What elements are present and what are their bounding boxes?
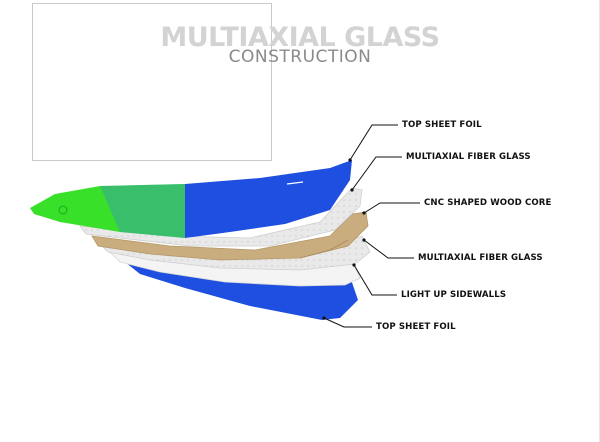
- layer-fiber-glass-upper: [79, 187, 363, 247]
- label-fiber-glass-upper: MULTIAXIAL FIBER GLASS: [406, 152, 531, 162]
- leader-dots: [322, 158, 366, 320]
- label-bottom-sheet-foil: TOP SHEET FOIL: [376, 322, 456, 332]
- label-fiber-glass-lower: MULTIAXIAL FIBER GLASS: [418, 253, 543, 263]
- page-subtitle: CONSTRUCTION: [228, 47, 372, 67]
- label-wood-core: CNC SHAPED WOOD CORE: [424, 198, 552, 208]
- layer-top-sheet: [30, 160, 352, 238]
- label-light-up-sidewalls: LIGHT UP SIDEWALLS: [401, 290, 507, 300]
- leader-lines: [323, 124, 420, 328]
- layer-wood-core: [91, 211, 369, 261]
- inset-frame: [32, 3, 272, 161]
- page-title: MULTIAXIAL GLASS: [160, 22, 440, 53]
- label-top-sheet-foil: TOP SHEET FOIL: [402, 120, 482, 130]
